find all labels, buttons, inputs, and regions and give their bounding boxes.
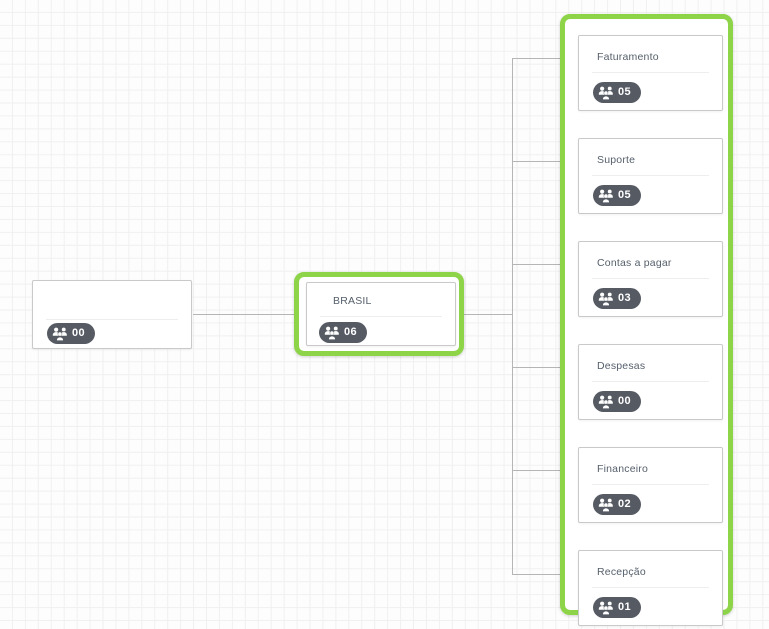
users-group-icon	[52, 327, 67, 341]
node-suporte-title: Suporte	[597, 154, 636, 166]
node-suporte-count: 05	[618, 188, 632, 201]
node-brasil-title: BRASIL	[333, 295, 372, 307]
node-contas-a-pagar[interactable]: Contas a pagar 03	[578, 241, 723, 317]
users-group-icon	[598, 498, 613, 512]
node-suporte[interactable]: Suporte 05	[578, 138, 723, 214]
connector-spine-to-child-4	[512, 367, 561, 368]
node-recepcao-count: 01	[618, 600, 632, 613]
connector-spine-to-child-5	[512, 470, 561, 471]
users-group-icon	[324, 326, 339, 340]
connector-root-to-brasil	[193, 314, 294, 315]
node-despesas-count: 00	[618, 394, 632, 407]
connector-spine	[512, 58, 513, 575]
node-brasil-count: 06	[344, 325, 358, 338]
node-faturamento-count: 05	[618, 85, 632, 98]
node-financeiro[interactable]: Financeiro 02	[578, 447, 723, 523]
node-despesas[interactable]: Despesas 00	[578, 344, 723, 420]
node-suporte-badge[interactable]: 05	[593, 185, 642, 206]
node-financeiro-badge[interactable]: 02	[593, 494, 642, 515]
node-root-divider	[46, 319, 178, 320]
node-brasil-badge[interactable]: 06	[319, 322, 368, 343]
node-faturamento-divider	[592, 72, 709, 73]
users-group-icon	[598, 292, 613, 306]
node-suporte-divider	[592, 175, 709, 176]
node-despesas-badge[interactable]: 00	[593, 391, 642, 412]
users-group-icon	[598, 395, 613, 409]
connector-spine-to-child-6	[512, 574, 561, 575]
connector-spine-to-child-2	[512, 161, 561, 162]
node-recepcao[interactable]: Recepção 01	[578, 550, 723, 626]
node-faturamento[interactable]: Faturamento 05	[578, 35, 723, 111]
node-root[interactable]: 00	[32, 280, 192, 349]
node-contas-a-pagar-count: 03	[618, 291, 632, 304]
users-group-icon	[598, 86, 613, 100]
node-faturamento-badge[interactable]: 05	[593, 82, 642, 103]
node-brasil[interactable]: BRASIL 06	[306, 282, 456, 346]
users-group-icon	[598, 189, 613, 203]
node-despesas-divider	[592, 381, 709, 382]
node-contas-a-pagar-badge[interactable]: 03	[593, 288, 642, 309]
node-brasil-highlight[interactable]: BRASIL 06	[294, 272, 464, 356]
connector-brasil-to-spine	[464, 314, 513, 315]
connector-spine-to-child-1	[512, 58, 561, 59]
node-financeiro-divider	[592, 484, 709, 485]
node-faturamento-title: Faturamento	[597, 51, 659, 63]
node-root-badge[interactable]: 00	[47, 323, 96, 344]
node-financeiro-title: Financeiro	[597, 463, 649, 475]
users-group-icon	[598, 601, 613, 615]
node-recepcao-title: Recepção	[597, 566, 646, 578]
node-despesas-title: Despesas	[597, 360, 646, 372]
node-children-group-highlight[interactable]: Faturamento 05	[560, 14, 733, 626]
node-recepcao-badge[interactable]: 01	[593, 597, 642, 618]
node-recepcao-divider	[592, 587, 709, 588]
node-brasil-divider	[320, 316, 442, 317]
node-financeiro-count: 02	[618, 497, 632, 510]
node-contas-a-pagar-title: Contas a pagar	[597, 257, 672, 269]
node-contas-a-pagar-divider	[592, 278, 709, 279]
connector-spine-to-child-3	[512, 264, 561, 265]
node-root-count: 00	[72, 326, 86, 339]
